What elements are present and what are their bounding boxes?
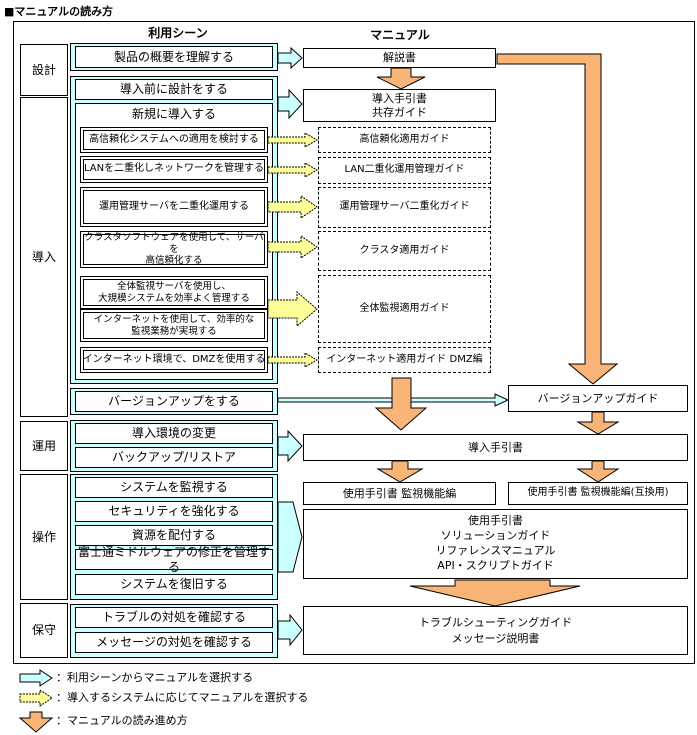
scene-op-monitor: システムを監視する	[75, 477, 273, 498]
yellow-arrow-icon	[19, 689, 53, 707]
scene-intro-dmz: インターネット環境で、DMZを使用する	[80, 347, 268, 373]
page-title: ■マニュアルの読み方	[4, 5, 114, 19]
manual-intro-manual: 導入手引書	[303, 434, 688, 461]
scene-design: 製品の概要を理解する	[75, 46, 273, 68]
yellow-arrow-icon	[267, 352, 318, 368]
manual-cluster-guide: クラスタ適用ガイド	[318, 231, 491, 271]
scene-intro-internet: インターネットを使用して、効率的な 監視業務が実現する	[80, 309, 268, 342]
category-install: 導入	[20, 97, 68, 417]
manual-trouble-set: トラブルシューティングガイド メッセージ説明書	[303, 606, 688, 655]
scene-intro-lan: LANを二重化しネットワークを管理する	[80, 156, 268, 183]
main-frame	[13, 21, 695, 664]
scene-intro-cluster: クラスタソフトウェアを使用して、サーバを 高信頼化する	[80, 231, 268, 268]
cyan-arrow-icon	[277, 46, 303, 70]
yellow-arrow-icon	[267, 290, 318, 328]
legend-cyan-text: ：利用シーンからマニュアルを選択する	[56, 671, 254, 685]
orange-arrow-icon	[576, 460, 620, 483]
orange-arrow-icon	[374, 377, 428, 431]
cyan-arrow-icon	[277, 501, 303, 573]
scene-mt-trouble: トラブルの対処を確認する	[75, 607, 273, 628]
yellow-arrow-icon	[267, 132, 318, 148]
manual-usage-monitor: 使用手引書 監視機能編	[303, 482, 496, 505]
orange-arrow-icon	[409, 579, 581, 607]
scene-ops-env: 導入環境の変更	[75, 423, 273, 444]
manual-lan-guide: LAN二重化運用管理ガイド	[318, 157, 491, 184]
cyan-arrow-icon	[277, 613, 303, 647]
category-design: 設計	[20, 44, 68, 96]
scene-intro-pre: 導入前に設計をする	[75, 79, 273, 100]
manual-ha-guide: 高信頼化適用ガイド	[318, 127, 491, 153]
scene-intro-new: 新規に導入する	[131, 106, 216, 121]
scene-version-up: バージョンアップをする	[75, 391, 273, 412]
orange-arrow-icon	[18, 711, 54, 733]
manual-usage-monitor-compat: 使用手引書 監視機能編(互換用)	[508, 482, 688, 505]
category-maintenance: 保守	[20, 603, 68, 658]
legend-yellow-text: ：導入するシステムに応じてマニュアルを選択する	[56, 691, 309, 705]
manuals-header: マニュアル	[370, 27, 430, 42]
scene-intro-large: 全体監視サーバを使用し、 大規模システムを効率よく管理する	[80, 276, 268, 309]
cyan-arrow-icon	[277, 88, 303, 120]
orange-arrow-icon	[376, 460, 424, 483]
scene-mt-message: メッセージの対処を確認する	[75, 632, 273, 653]
yellow-arrow-icon	[267, 235, 318, 259]
scene-op-restore: システムを復旧する	[75, 574, 273, 595]
scene-intro-server: 運用管理サーバを二重化運用する	[80, 187, 268, 227]
category-operation: 運用	[20, 421, 68, 471]
manual-dmz-guide: インターネット適用ガイド DMZ編	[318, 347, 491, 373]
category-usage: 操作	[20, 474, 68, 600]
scenes-header: 利用シーン	[148, 25, 208, 40]
manual-usage-set: 使用手引書 ソリューションガイド リファレンスマニュアル API・スクリプトガイ…	[303, 509, 688, 579]
manual-explain: 解説書	[303, 48, 496, 68]
yellow-arrow-icon	[267, 195, 318, 219]
scene-ops-backup: バックアップ/リストア	[75, 447, 273, 468]
manual-server-guide: 運用管理サーバ二重化ガイド	[318, 187, 491, 228]
orange-arrow-icon	[496, 53, 619, 385]
scene-op-resource: 資源を配付する	[75, 525, 273, 546]
cyan-arrow-icon	[277, 429, 303, 463]
orange-arrow-icon	[376, 67, 426, 90]
manual-version-guide: バージョンアップガイド	[508, 385, 688, 412]
yellow-arrow-icon	[267, 162, 318, 178]
scene-intro-ha: 高信頼化システムへの適用を検討する	[80, 127, 268, 153]
manual-overall-guide: 全体監視適用ガイド	[318, 275, 491, 343]
legend-orange-text: ：マニュアルの読み進め方	[56, 714, 188, 728]
cyan-arrow-icon	[19, 669, 53, 687]
scene-op-security: セキュリティを強化する	[75, 501, 273, 522]
orange-arrow-icon	[576, 411, 620, 435]
manual-intro-guide: 導入手引書 共存ガイド	[303, 89, 496, 122]
